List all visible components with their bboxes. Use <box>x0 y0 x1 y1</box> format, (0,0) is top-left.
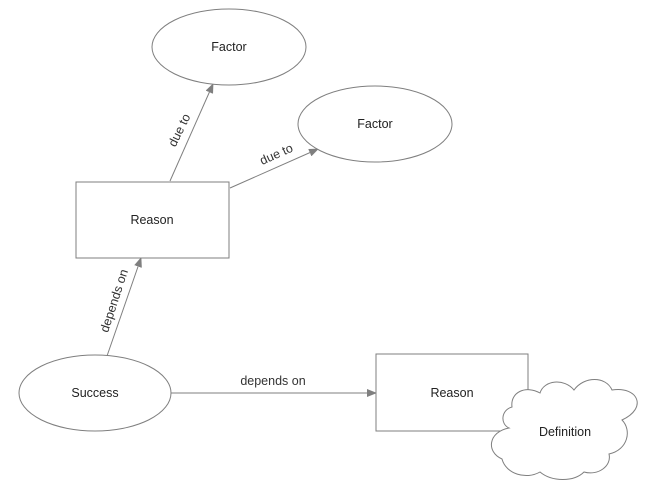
node-label: Success <box>71 386 118 400</box>
ellipse-shape <box>18 354 172 432</box>
edge-label-due-to: due to <box>258 141 295 168</box>
node-factor-top[interactable]: Factor <box>151 8 307 86</box>
node-label: Reason <box>430 386 473 400</box>
edge-success-to-reason-secondary[interactable]: depends on <box>171 374 377 397</box>
edge-reason-to-factor-right[interactable]: due to <box>229 141 319 189</box>
edge-label-depends-on: depends on <box>240 374 305 388</box>
cloud-shape <box>491 379 638 480</box>
node-reason-main[interactable]: Reason <box>75 181 230 259</box>
edge-line <box>229 148 319 189</box>
edge-line <box>169 83 214 182</box>
ellipse-shape <box>151 8 307 86</box>
edge-reason-to-factor-top[interactable]: due to <box>165 83 214 182</box>
node-definition[interactable]: Definition <box>491 379 638 480</box>
node-label: Factor <box>357 117 392 131</box>
node-label: Definition <box>539 425 591 439</box>
edge-line <box>106 257 142 357</box>
node-label: Reason <box>130 213 173 227</box>
rectangle-shape <box>75 181 230 259</box>
ellipse-shape <box>297 85 453 163</box>
edge-success-to-reason-main[interactable]: depends on <box>97 257 142 357</box>
edge-label-due-to: due to <box>165 112 193 149</box>
node-success[interactable]: Success <box>18 354 172 432</box>
node-label: Factor <box>211 40 246 54</box>
node-factor-right[interactable]: Factor <box>297 85 453 163</box>
